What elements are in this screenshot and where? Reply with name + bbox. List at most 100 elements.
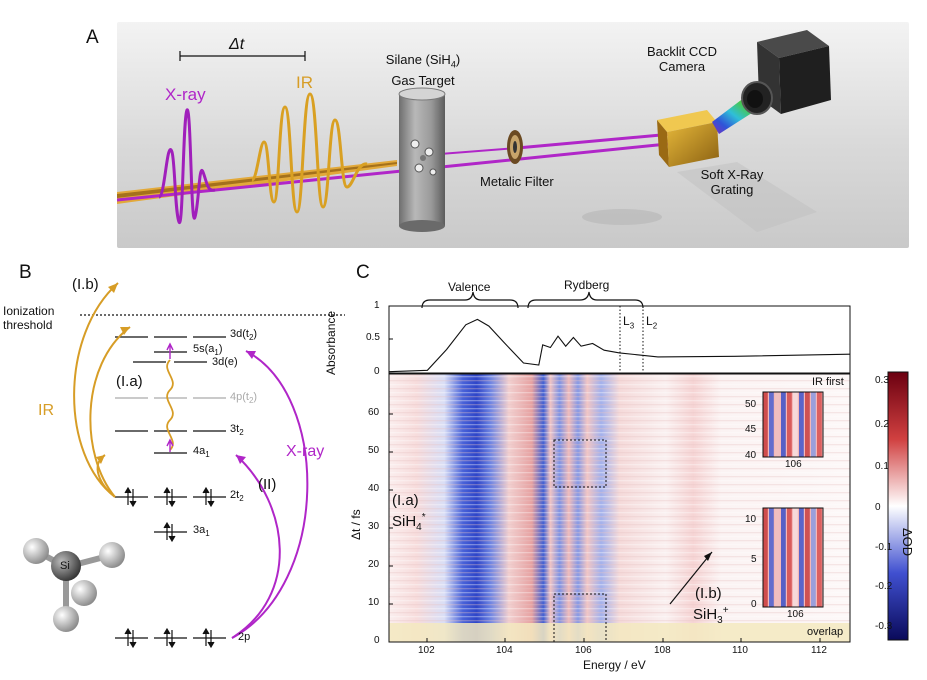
l2-edge-label: L2 (646, 315, 657, 330)
abs-ytick-0: 0 (374, 366, 380, 377)
map-fringe (389, 504, 850, 506)
map-fringe (389, 400, 850, 402)
sih3-cation-label: SiH3+ (693, 606, 729, 626)
level-2t2: 2t2 (230, 490, 244, 503)
inset-stripe (805, 392, 810, 457)
cb-tick-neg0.2: -0.2 (875, 581, 893, 592)
gas-target-label-line2: Gas Target (391, 72, 455, 88)
level-3dt2-text: 3d(t (230, 328, 249, 340)
ionization-label-line1: Ionization (3, 304, 55, 318)
inset-top-ytick-50: 50 (745, 399, 757, 410)
cb-tick-neg0.1: -0.1 (875, 542, 893, 553)
gas-target-label: Silane (SiH4) Gas Target (369, 52, 477, 88)
level-3a1-text: 3a (193, 524, 206, 536)
inset-bottom-ytick-0: 0 (751, 599, 757, 610)
map-fringe (389, 560, 850, 562)
cb-tick-neg0.3: -0.3 (875, 621, 893, 632)
xray-pulse (157, 108, 216, 224)
colorbar (887, 371, 909, 641)
inset-stripe (817, 392, 822, 457)
level-2p: 2p (238, 631, 251, 643)
inset-bottom-ytick-10: 10 (745, 514, 757, 525)
map-fringe (389, 520, 850, 522)
map-fringe (389, 584, 850, 586)
inset-bottom-xtick: 106 (787, 609, 804, 620)
map-fringe (389, 392, 850, 394)
map-fringe (389, 424, 850, 426)
map-fringe (389, 464, 850, 466)
process-ii-label: (II) (258, 476, 277, 493)
cb-tick-0: 0 (875, 502, 881, 513)
level-5sa1-text: 5s(a (193, 343, 215, 355)
level-4a1-text: 4a (193, 445, 206, 457)
panel-a-letter: A (86, 27, 99, 48)
map-fringe (389, 388, 850, 390)
map-fringe (389, 512, 850, 514)
gas-target (398, 87, 446, 232)
xray-transition-arrows (231, 350, 309, 639)
gas-target-label-line1: Silane (SiH (385, 52, 451, 67)
map-fringe (389, 612, 850, 614)
map-fringe (389, 596, 850, 598)
inset-ir-first (762, 391, 824, 458)
ir-label-b: IR (38, 402, 54, 419)
map-ytick-0: 0 (374, 635, 380, 646)
map-fringe (389, 588, 850, 590)
map-ticks (389, 413, 821, 643)
map-ytick-50: 50 (368, 445, 380, 456)
absorbance-spectrum-line (388, 318, 851, 373)
filter-label: Metalic Filter (480, 174, 554, 189)
map-fringe (389, 496, 850, 498)
map-ytick-60: 60 (368, 407, 380, 418)
inset-stripe (793, 508, 798, 607)
zoom-box-ir-first (553, 439, 607, 488)
sih3-arrow (669, 551, 713, 605)
inset-stripe (805, 508, 810, 607)
grating-label-line2: Grating (710, 182, 754, 197)
inset-stripe (799, 392, 804, 457)
inset-bottom-ytick-5: 5 (751, 554, 757, 565)
camera-label: Backlit CCD Camera (642, 44, 722, 74)
map-fringe (389, 608, 850, 610)
map-fringe (389, 516, 850, 518)
map-fringe (389, 524, 850, 526)
sih4-text: SiH (392, 513, 417, 530)
inset-stripe (793, 392, 798, 457)
xtick-102: 102 (418, 645, 435, 656)
l3-sub: 3 (629, 321, 635, 331)
level-5sa1-sub: 1 (214, 348, 219, 358)
panel-c-figure (388, 291, 909, 643)
inset-top-ytick-40: 40 (745, 450, 757, 461)
sih3-text: SiH (693, 606, 718, 623)
map-fringe (389, 600, 850, 602)
experiment-schematic: Δt X-ray IR Silane (SiH4) Gas Target Met… (117, 22, 909, 248)
map-fringe (389, 416, 850, 418)
map-fringe (389, 384, 850, 386)
metallic-filter (507, 130, 523, 164)
inset-stripe (781, 508, 786, 607)
map-fringe (389, 396, 850, 398)
map-fringe (389, 508, 850, 510)
gas-target-subscript: 4 (450, 59, 456, 70)
inset-stripe (817, 508, 822, 607)
inset-stripe (787, 392, 792, 457)
map-fringe (389, 572, 850, 574)
level-4a1: 4a1 (193, 446, 210, 459)
ir-pulse-label: IR (296, 73, 313, 92)
map-fringe (389, 448, 850, 450)
map-fringe (389, 456, 850, 458)
inset-stripe (763, 392, 768, 457)
map-fringe (389, 440, 850, 442)
map-fringe (389, 460, 850, 462)
map-fringe (389, 376, 850, 378)
sih3-sup: + (722, 605, 729, 616)
xtick-112: 112 (811, 645, 827, 656)
map-ia-label: (I.a) (392, 492, 419, 509)
camera-label-line1: Backlit CCD (646, 44, 718, 59)
inset-top-ytick-45: 45 (745, 424, 757, 435)
map-fringe (389, 556, 850, 558)
map-fringe (389, 472, 850, 474)
level-4a1-sub: 1 (205, 450, 210, 460)
map-ib-label: (I.b) (695, 585, 722, 602)
map-fringe (389, 536, 850, 538)
